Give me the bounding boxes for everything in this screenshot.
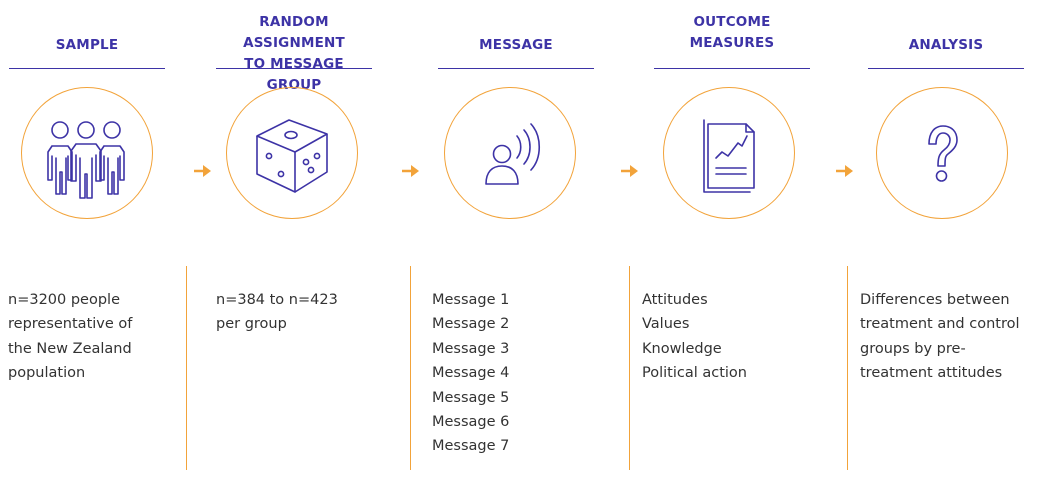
- arrow-right-icon: [836, 165, 853, 177]
- stage-icon-circle: [21, 87, 153, 219]
- stage-title: MESSAGE: [438, 35, 594, 56]
- stage-divider: [410, 266, 411, 470]
- arrow-right-icon: [621, 165, 638, 177]
- list-item: Message 6: [432, 414, 510, 431]
- list-item: n=3200 people: [8, 292, 120, 308]
- title-underline: [654, 68, 810, 69]
- title-underline: [438, 68, 594, 69]
- stage-title-line: ANALYSIS: [908, 37, 984, 53]
- people-group-icon: [47, 121, 125, 199]
- list-item: n=384 to n=423: [216, 292, 338, 308]
- stage-items: Attitudes Values Knowledge Political act…: [642, 288, 747, 386]
- list-item: Message 4: [432, 365, 510, 382]
- list-item: Values: [642, 316, 690, 333]
- list-item: Political action: [642, 365, 747, 382]
- stage-divider: [847, 266, 848, 470]
- arrow-right-icon: [402, 165, 419, 177]
- list-item: Differences between: [860, 292, 1010, 308]
- list-item: groups by pre-: [860, 340, 966, 357]
- stage-divider: [186, 266, 187, 470]
- stage-title: ANALYSIS: [868, 35, 1024, 56]
- title-underline: [868, 68, 1024, 69]
- report-chart-icon: [703, 119, 755, 193]
- stage-icon-circle: [663, 87, 795, 219]
- dice-icon: [256, 119, 328, 193]
- stage-icon-circle: [226, 87, 358, 219]
- stage-items: Message 1 Message 2 Message 3 Message 4 …: [432, 288, 509, 459]
- list-item: Message 7: [432, 438, 510, 455]
- title-underline: [216, 68, 372, 69]
- list-item: Knowledge: [642, 340, 722, 357]
- question-mark-icon: [928, 125, 958, 182]
- stage-items: n=384 to n=423 per group: [216, 288, 338, 337]
- stage-title-line: MEASURES: [689, 35, 775, 51]
- stage-title: RANDOM ASSIGNMENT TO MESSAGE GROUP: [216, 12, 372, 96]
- stage-items: Differences between treatment and contro…: [860, 288, 1020, 386]
- list-item: the New Zealand: [8, 340, 132, 357]
- arrow-right-icon: [194, 165, 211, 177]
- list-item: treatment and control: [860, 316, 1020, 333]
- list-item: Message 2: [432, 316, 510, 333]
- list-item: population: [8, 365, 86, 382]
- stage-icon-circle: [444, 87, 576, 219]
- stage-title: OUTCOME MEASURES: [654, 12, 810, 54]
- list-item: representative of: [8, 316, 133, 333]
- list-item: Message 5: [432, 389, 510, 406]
- list-item: treatment attitudes: [860, 365, 1003, 382]
- list-item: Message 1: [432, 292, 510, 308]
- stage-items: n=3200 people representative of the New …: [8, 288, 132, 386]
- list-item: Message 3: [432, 340, 510, 357]
- stage-title-line: MESSAGE: [479, 37, 553, 53]
- stage-title-line: SAMPLE: [55, 37, 119, 53]
- list-item: Attitudes: [642, 292, 708, 308]
- stage-title-line: OUTCOME: [693, 14, 771, 30]
- stage-title-line: RANDOM ASSIGNMENT: [243, 14, 345, 51]
- stage-divider: [629, 266, 630, 470]
- title-underline: [9, 68, 165, 69]
- stage-icon-circle: [876, 87, 1008, 219]
- stage-title: SAMPLE: [9, 35, 165, 56]
- speaker-broadcast-icon: [485, 123, 541, 185]
- list-item: per group: [216, 316, 287, 333]
